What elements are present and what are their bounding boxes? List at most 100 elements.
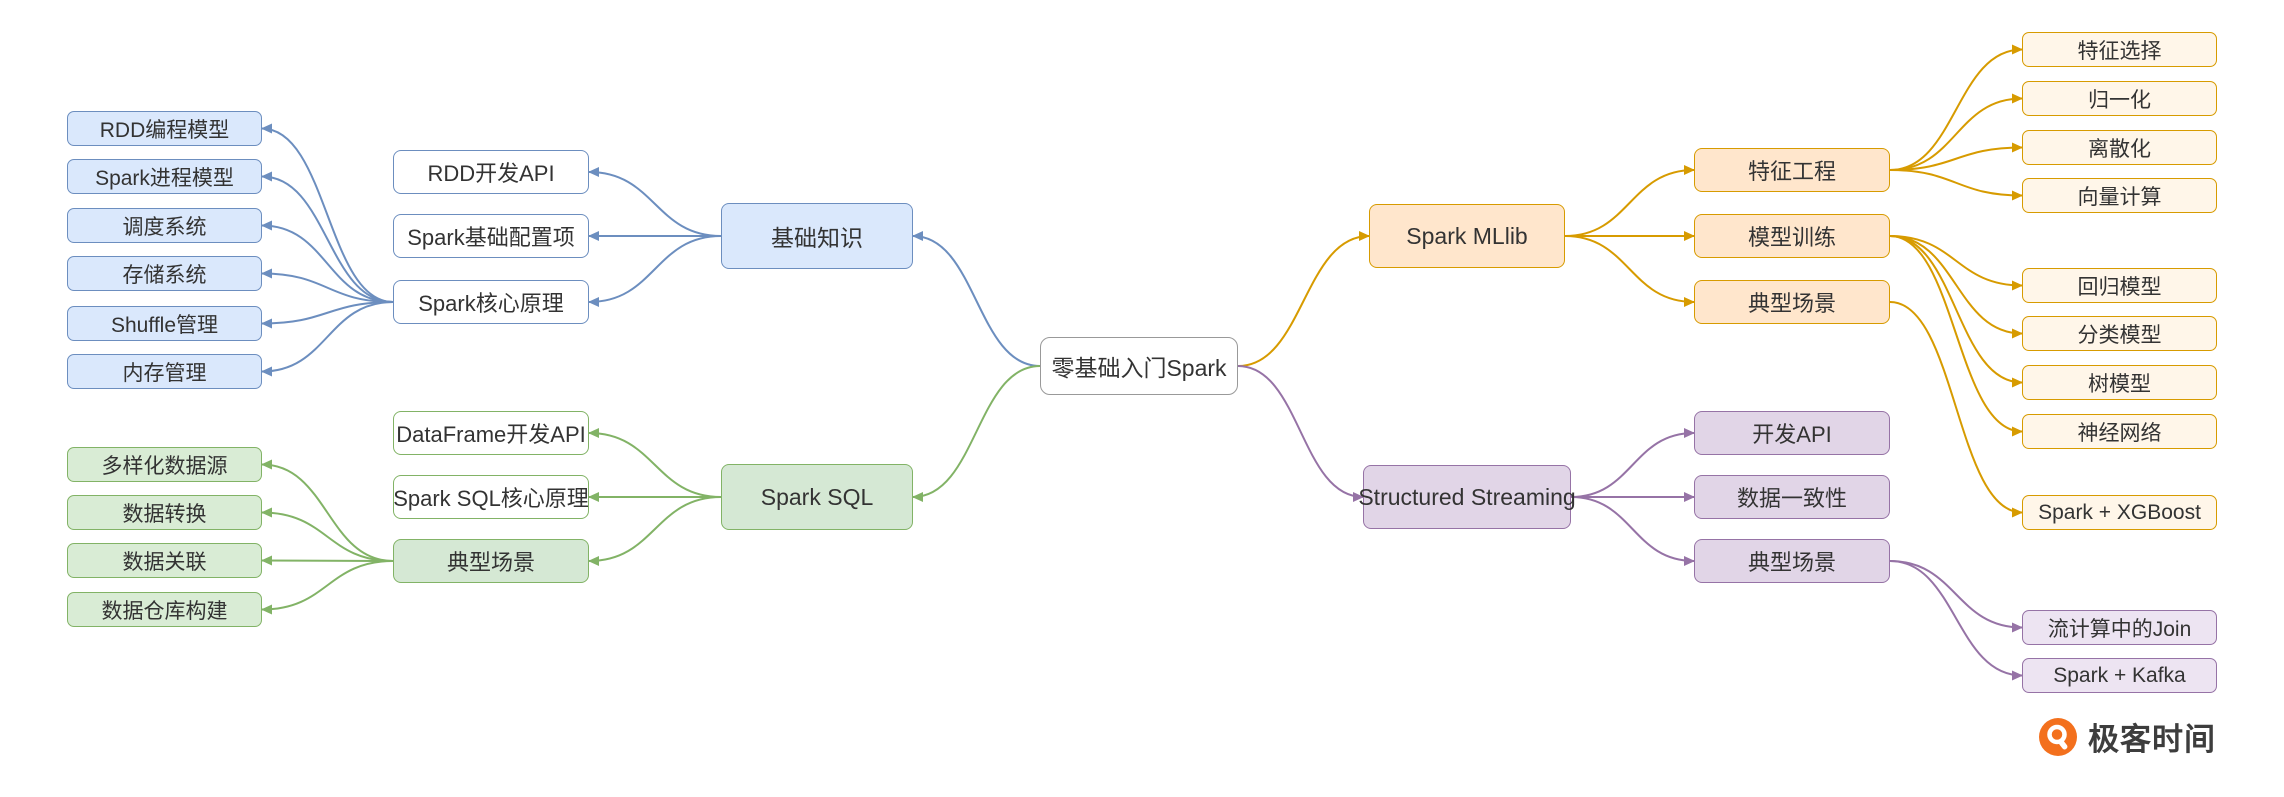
- node-train[interactable]: 模型训练: [1694, 214, 1890, 258]
- node-g1[interactable]: 多样化数据源: [67, 447, 262, 482]
- node-label: Spark SQL: [760, 483, 874, 510]
- node-label: DataFrame开发API: [396, 422, 586, 447]
- node-label: Spark基础配置项: [407, 225, 575, 250]
- node-label: 归一化: [2088, 88, 2151, 112]
- edge-mllib-ml_scene: [1564, 235, 1695, 307]
- edge-sql_scene-g1: [261, 459, 394, 562]
- edge-ml_scene-o9: [1889, 301, 2023, 518]
- node-jichu[interactable]: 基础知识: [721, 203, 913, 269]
- node-rdd_api[interactable]: RDD开发API: [393, 150, 589, 194]
- edge-jichu-rdd_api: [588, 167, 722, 237]
- node-label: 特征选择: [2077, 39, 2162, 63]
- node-b4[interactable]: 存储系统: [67, 256, 262, 291]
- edge-sql_scene-g2: [261, 507, 394, 562]
- node-ss_cons[interactable]: 数据一致性: [1694, 475, 1890, 519]
- geektime-logo-icon: [2039, 717, 2077, 756]
- edge-spark_core-b5: [261, 301, 394, 329]
- edge-root-sql: [912, 365, 1041, 502]
- node-label: 流计算中的Join: [2047, 617, 2192, 641]
- node-label: 典型场景: [446, 550, 535, 575]
- node-label: RDD开发API: [427, 161, 555, 186]
- node-label: 开发API: [1752, 422, 1832, 447]
- edge-feat-o3: [1889, 142, 2023, 171]
- node-root[interactable]: 零基础入门Spark: [1040, 337, 1238, 395]
- node-label: 向量计算: [2077, 185, 2162, 209]
- node-ss_api[interactable]: 开发API: [1694, 411, 1890, 455]
- node-b6[interactable]: 内存管理: [67, 354, 262, 389]
- geektime-logo: 极客时间: [2038, 714, 2216, 759]
- node-o9[interactable]: Spark + XGBoost: [2022, 495, 2217, 530]
- node-label: 神经网络: [2077, 421, 2162, 445]
- node-b2[interactable]: Spark进程模型: [67, 159, 262, 194]
- node-o3[interactable]: 离散化: [2022, 130, 2217, 165]
- node-sql_core[interactable]: Spark SQL核心原理: [393, 475, 589, 519]
- edge-ss-ss_api: [1570, 428, 1695, 498]
- edge-spark_core-b4: [261, 268, 394, 303]
- node-p1[interactable]: 流计算中的Join: [2022, 610, 2217, 645]
- node-label: 多样化数据源: [101, 454, 228, 478]
- node-spark_core[interactable]: Spark核心原理: [393, 280, 589, 324]
- edge-sql-sql_scene: [588, 496, 722, 566]
- node-label: Spark + XGBoost: [2038, 500, 2201, 524]
- node-label: 树模型: [2088, 372, 2151, 396]
- edge-spark_core-b6: [261, 301, 394, 377]
- node-o5[interactable]: 回归模型: [2022, 268, 2217, 303]
- edge-feat-o1: [1889, 44, 2023, 171]
- node-df_api[interactable]: DataFrame开发API: [393, 411, 589, 455]
- node-b3[interactable]: 调度系统: [67, 208, 262, 243]
- node-g3[interactable]: 数据关联: [67, 543, 262, 578]
- edge-train-o5: [1889, 235, 2023, 291]
- node-label: Spark进程模型: [95, 166, 234, 190]
- node-label: 零基础入门Spark: [1051, 355, 1227, 381]
- node-ss[interactable]: Structured Streaming: [1358, 465, 1576, 529]
- node-label: 回归模型: [2077, 275, 2162, 299]
- node-spark_conf[interactable]: Spark基础配置项: [393, 214, 589, 258]
- node-mllib[interactable]: Spark MLlib: [1369, 204, 1565, 268]
- node-g2[interactable]: 数据转换: [67, 495, 262, 530]
- node-sql[interactable]: Spark SQL: [721, 464, 913, 530]
- edge-spark_core-b2: [261, 171, 394, 303]
- node-label: 分类模型: [2077, 323, 2162, 347]
- node-o4[interactable]: 向量计算: [2022, 178, 2217, 213]
- node-p2[interactable]: Spark + Kafka: [2022, 658, 2217, 693]
- node-o8[interactable]: 神经网络: [2022, 414, 2217, 449]
- edge-root-ss: [1237, 365, 1364, 502]
- node-o6[interactable]: 分类模型: [2022, 316, 2217, 351]
- node-label: Spark MLlib: [1406, 222, 1528, 249]
- edge-sql_scene-g3: [261, 555, 394, 566]
- node-label: 基础知识: [771, 225, 863, 251]
- edge-sql_scene-g4: [261, 560, 394, 615]
- node-label: Spark SQL核心原理: [393, 486, 589, 511]
- node-label: Spark核心原理: [418, 291, 564, 316]
- node-label: 存储系统: [122, 263, 207, 287]
- node-o1[interactable]: 特征选择: [2022, 32, 2217, 67]
- node-b5[interactable]: Shuffle管理: [67, 306, 262, 341]
- node-label: Shuffle管理: [111, 313, 218, 337]
- edge-root-mllib: [1237, 231, 1370, 367]
- node-ml_scene[interactable]: 典型场景: [1694, 280, 1890, 324]
- node-label: 数据仓库构建: [101, 599, 228, 623]
- node-label: 数据转换: [122, 502, 207, 526]
- node-label: 调度系统: [122, 215, 207, 239]
- edge-train-o6: [1889, 235, 2023, 339]
- edge-ss-ss_scene: [1570, 496, 1695, 566]
- edge-ss_scene-p1: [1889, 560, 2023, 633]
- edge-ss_scene-p2: [1889, 560, 2023, 681]
- node-label: RDD编程模型: [99, 118, 230, 142]
- node-ss_scene[interactable]: 典型场景: [1694, 539, 1890, 583]
- node-g4[interactable]: 数据仓库构建: [67, 592, 262, 627]
- node-o7[interactable]: 树模型: [2022, 365, 2217, 400]
- node-label: 数据关联: [122, 550, 207, 574]
- node-sql_scene[interactable]: 典型场景: [393, 539, 589, 583]
- node-feat[interactable]: 特征工程: [1694, 148, 1890, 192]
- node-label: 典型场景: [1747, 550, 1836, 575]
- edge-spark_core-b3: [261, 220, 394, 303]
- node-label: 数据一致性: [1736, 486, 1847, 511]
- edge-train-o7: [1889, 235, 2023, 388]
- node-label: 内存管理: [122, 361, 207, 385]
- node-o2[interactable]: 归一化: [2022, 81, 2217, 116]
- node-b1[interactable]: RDD编程模型: [67, 111, 262, 146]
- node-label: 典型场景: [1747, 291, 1836, 316]
